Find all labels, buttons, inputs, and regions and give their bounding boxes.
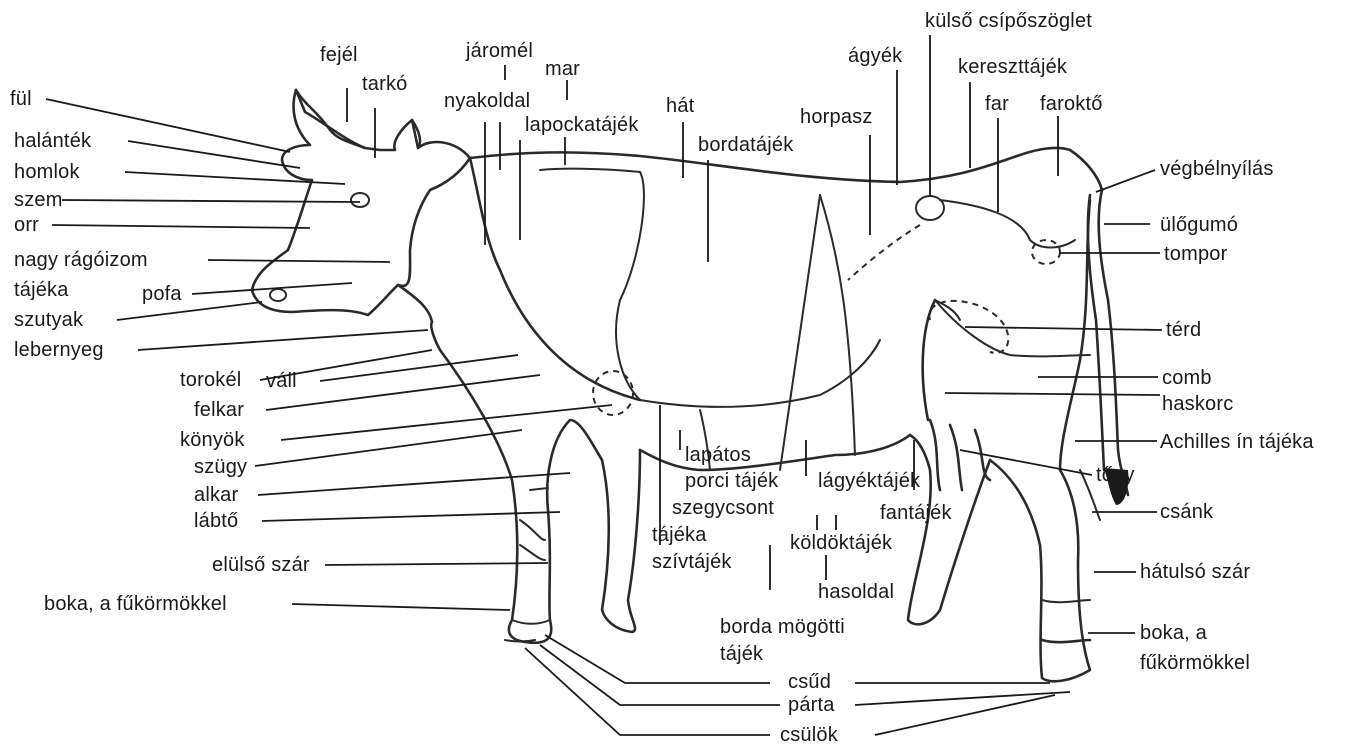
label-bordatajek: bordatájék (698, 134, 793, 156)
label-boka-elulso: boka, a fűkörmökkel (44, 593, 227, 615)
label-hatulso-szar: hátulsó szár (1140, 561, 1250, 583)
label-parta: párta (788, 694, 835, 716)
label-szegycsont: szegycsont (672, 497, 774, 519)
label-hasoldal: hasoldal (818, 581, 894, 603)
label-csank: csánk (1160, 501, 1213, 523)
label-mar: mar (545, 58, 580, 80)
label-koldoktajek: köldöktájék (790, 532, 892, 554)
cow-outline (252, 90, 1128, 681)
label-orr: orr (14, 214, 39, 236)
label-vegbelnyilas: végbélnyílás (1160, 158, 1274, 180)
hip-point-marker (916, 196, 944, 220)
label-szugy: szügy (194, 456, 247, 478)
dashed-regions (593, 225, 1060, 415)
label-nyakoldal: nyakoldal (444, 90, 530, 112)
label-fantajek: fantájék (880, 502, 952, 524)
label-porci-tajek: porci tájék (685, 470, 778, 492)
label-lapatos: lapátos (685, 444, 751, 466)
label-felkar: felkar (194, 399, 244, 421)
label-agyek: ágyék (848, 45, 902, 67)
label-tompor: tompor (1164, 243, 1227, 265)
label-achilles: Achilles ín tájéka (1160, 431, 1314, 453)
label-szivtajek: szívtájék (652, 551, 732, 573)
label-borda-mogotti: borda mögötti (720, 616, 845, 638)
label-elulso-szar: elülső szár (212, 554, 310, 576)
label-nagy-ragoizom: nagy rágóizom (14, 249, 148, 271)
label-labto: lábtő (194, 510, 238, 532)
label-hat: hát (666, 95, 694, 117)
eye-marker (351, 193, 369, 207)
label-boka-hatulso-fukormokkel: fűkörmökkel (1140, 652, 1250, 674)
label-borda-mogotti-tajek: tájék (720, 643, 763, 665)
label-halantek: halánték (14, 130, 91, 152)
label-csulok: csülök (780, 724, 838, 746)
label-jaromel: járomél (466, 40, 533, 62)
nostril-marker (270, 289, 286, 301)
label-ulogumo: ülőgumó (1160, 214, 1238, 236)
label-boka-hatulso: boka, a (1140, 622, 1207, 644)
label-fejel: fejél (320, 44, 358, 66)
label-kereszttajek: kereszttájék (958, 56, 1067, 78)
label-lagyektajek: lágyéktájék (818, 470, 920, 492)
label-szem: szem (14, 189, 63, 211)
label-homlok: homlok (14, 161, 80, 183)
label-comb: comb (1162, 367, 1212, 389)
label-szegycsont-tajeka: tájéka (652, 524, 707, 546)
label-togy: tőgy (1096, 464, 1135, 486)
label-torokel: torokél (180, 369, 241, 391)
label-lapockatajek: lapockatájék (525, 114, 639, 136)
label-konyok: könyök (180, 429, 245, 451)
label-farokto: faroktő (1040, 93, 1103, 115)
label-alkar: alkar (194, 484, 238, 506)
label-csud: csűd (788, 671, 831, 693)
label-haskorc: haskorc (1162, 393, 1233, 415)
label-terd: térd (1166, 319, 1201, 341)
label-kulso-csiposzoglet: külső csípőszöglet (925, 10, 1092, 32)
label-horpasz: horpasz (800, 106, 873, 128)
region-lines (505, 169, 1100, 642)
label-far: far (985, 93, 1009, 115)
label-pofa: pofa (142, 283, 182, 305)
label-vall: váll (266, 370, 297, 392)
label-nagy-ragoizom-tajeka: tájéka (14, 279, 69, 301)
label-tarko: tarkó (362, 73, 407, 95)
label-szutyak: szutyak (14, 309, 83, 331)
label-lebernyeg: lebernyeg (14, 339, 104, 361)
label-ful: fül (10, 88, 32, 110)
